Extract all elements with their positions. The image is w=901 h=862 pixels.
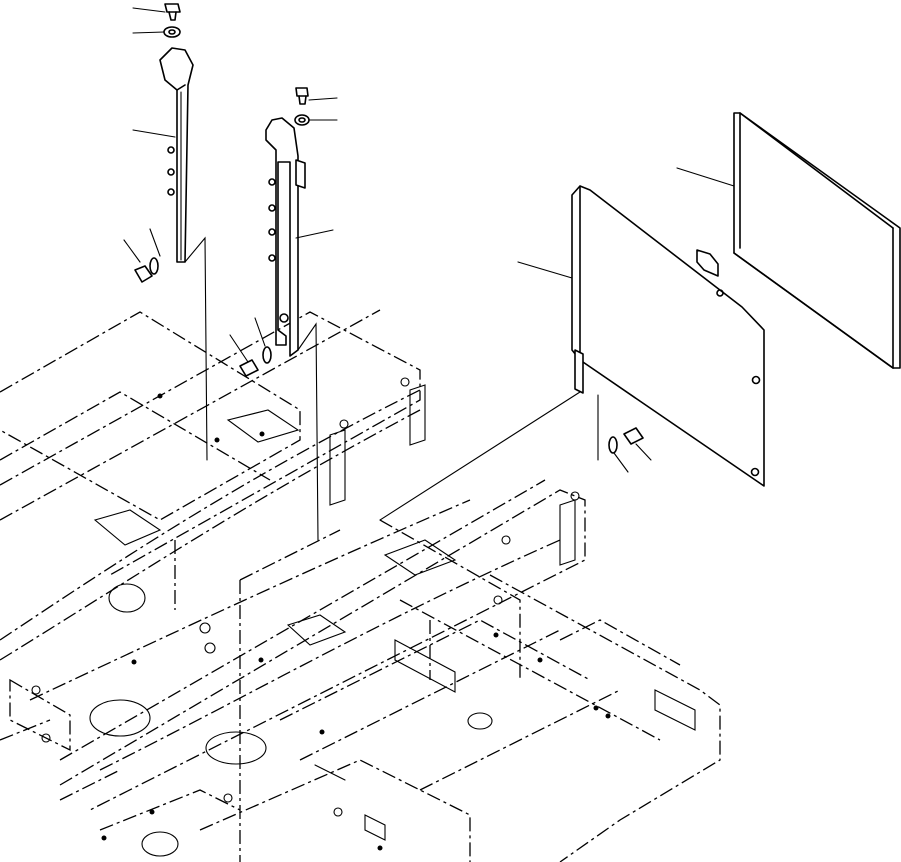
washer-1 bbox=[163, 26, 181, 38]
frame-details bbox=[31, 377, 696, 857]
washer-5 bbox=[608, 436, 618, 454]
assembly-lines bbox=[184, 236, 599, 541]
side-cover-mount bbox=[696, 249, 719, 277]
side-cover bbox=[571, 185, 765, 487]
bolt-2 bbox=[134, 265, 153, 283]
bolt-4 bbox=[239, 359, 259, 377]
bolt-1 bbox=[164, 3, 181, 21]
bracket-center bbox=[265, 117, 306, 357]
bolt-3 bbox=[295, 87, 309, 105]
insulation-pad bbox=[733, 112, 901, 369]
washer-4 bbox=[262, 346, 272, 364]
bolt-5 bbox=[623, 427, 644, 445]
frame-phantom-outline bbox=[0, 309, 721, 862]
washer-3 bbox=[294, 114, 310, 126]
leader-lines bbox=[123, 7, 735, 473]
washer-2 bbox=[149, 257, 159, 275]
bracket-left bbox=[159, 47, 194, 263]
